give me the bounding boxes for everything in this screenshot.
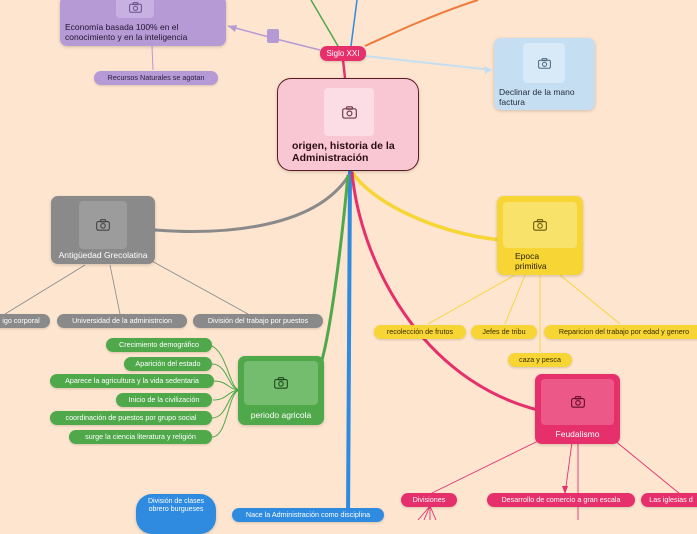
agricola-child-4[interactable]: Inicio de la civilización (116, 393, 212, 407)
camera-icon (116, 0, 154, 18)
feudalismo-title: Feudalismo (555, 429, 600, 439)
primitiva-child-3[interactable]: Reparicion del trabajo por edad y genero (544, 325, 697, 339)
agricola-child-6[interactable]: surge la ciencia literatura y religión (69, 430, 212, 444)
recursos-pill[interactable]: Recursos Naturales se agotan (94, 71, 218, 85)
primitiva-child-4[interactable]: caza y pesca (508, 353, 572, 367)
agricola-node[interactable]: periodo agricola (238, 356, 324, 425)
division-clases-label: División de clases obrero burgueses (147, 498, 205, 514)
antiguedad-child-3[interactable]: División del trabajo por puestos (193, 314, 323, 328)
agricola-child-3[interactable]: Aparece la agricultura y la vida sedenta… (50, 374, 214, 388)
central-node[interactable]: origen, historia de la Administración (277, 78, 419, 171)
declinar-node[interactable]: Declinar de la mano factura (494, 38, 595, 110)
feudalismo-node[interactable]: Feudalismo (535, 374, 620, 444)
declinar-label: Declinar de la mano factura (499, 87, 575, 107)
central-title: origen, historia de la Administración (292, 140, 395, 165)
agricola-child-1[interactable]: Crecimiento demográfico (106, 338, 212, 352)
agricola-child-5[interactable]: coordinación de puestos por grupo social (50, 411, 212, 425)
camera-icon (79, 201, 127, 249)
primitiva-child-2[interactable]: Jefes de tribu (471, 325, 537, 339)
feudalismo-child-2[interactable]: Desarrollo de comercio a gran escala (487, 493, 635, 507)
division-clases-node[interactable]: División de clases obrero burgueses (136, 494, 216, 534)
feudalismo-child-1[interactable]: Divisiones (401, 493, 457, 507)
feudalismo-child-3[interactable]: Las iglesias d (641, 493, 697, 507)
camera-icon (324, 88, 374, 136)
economia-node[interactable]: Economía basada 100% en el conocimiento … (60, 0, 226, 46)
agricola-title: periodo agricola (250, 410, 312, 420)
antiguedad-title: Antigüedad Grecolatina (58, 250, 148, 260)
antiguedad-child-2[interactable]: Universidad de la administrcion (57, 314, 187, 328)
primitiva-node[interactable]: Epoca primitiva (497, 196, 583, 275)
connector-lines (4, 0, 681, 520)
camera-icon (541, 379, 614, 425)
primitiva-title: Epoca primitiva (515, 251, 547, 271)
antiguedad-child-1[interactable]: igo corporal (0, 314, 50, 328)
camera-icon (244, 361, 318, 405)
siglo-xxi-pill[interactable]: Siglo XXI (320, 46, 366, 61)
camera-icon (523, 43, 565, 83)
camera-icon (503, 202, 577, 248)
antiguedad-node[interactable]: Antigüedad Grecolatina (51, 196, 155, 264)
primitiva-child-1[interactable]: recolección de frutos (374, 325, 466, 339)
agricola-child-2[interactable]: Aparición del estado (124, 357, 212, 371)
nace-admin-pill[interactable]: Nace la Administración como disciplina (232, 508, 384, 522)
economia-label: Economía basada 100% en el conocimiento … (65, 22, 188, 42)
